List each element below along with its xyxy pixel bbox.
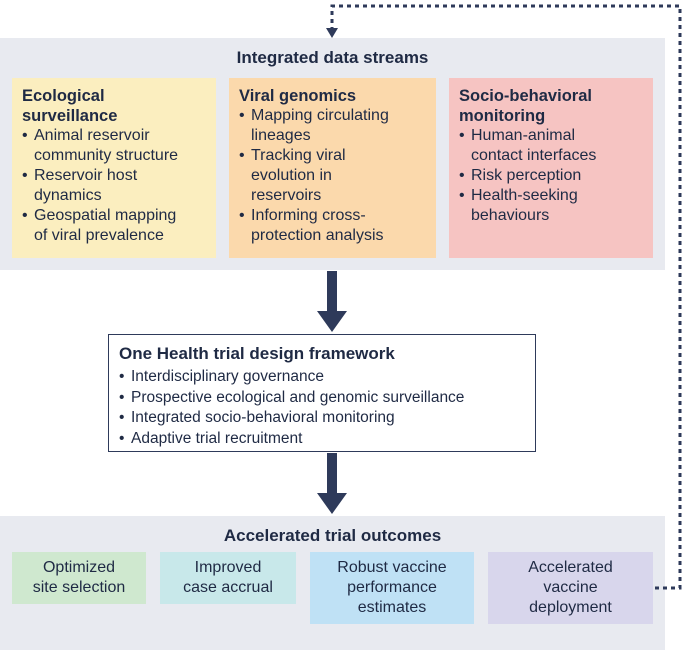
list-item: Animal reservoir community structure [22,126,206,166]
outcome-vaccine-estimates: Robust vaccine performance estimates [310,552,474,624]
list-item: Geospatial mapping of viral prevalence [22,206,206,246]
ecological-surveillance-card: Ecological surveillance Animal reservoir… [12,78,216,258]
list-item: Mapping circulating lineages [239,106,426,146]
down-arrow-shaft-1 [327,271,337,317]
card-title: Ecological surveillance [22,87,118,125]
bullet-list: Mapping circulating lineages Tracking vi… [239,106,426,246]
down-arrow-head-2 [317,493,347,514]
list-item: Tracking viral evolution in reservoirs [239,146,426,206]
outcome-site-selection: Optimized site selection [12,552,146,604]
list-item: Informing cross- protection analysis [239,206,426,246]
list-item: Human-animal contact interfaces [459,126,643,166]
list-item: Interdisciplinary governance [119,367,525,388]
outcomes-panel: Accelerated trial outcomes Optimized sit… [0,516,665,650]
data-streams-panel: Integrated data streams Ecological surve… [0,38,665,270]
down-arrow-shaft-2 [327,453,337,498]
outcomes-title: Accelerated trial outcomes [223,526,442,545]
card-title: Socio-behavioral monitoring [459,87,592,125]
feedback-loop-dotted-line [330,4,682,590]
list-item: Health-seeking behaviours [459,186,643,226]
list-item: Prospective ecological and genomic surve… [119,388,525,409]
outcome-vaccine-deployment: Accelerated vaccine deployment [488,552,653,624]
framework-list: Interdisciplinary governance Prospective… [119,367,525,449]
trial-design-framework-box: One Health trial design framework Interd… [108,334,536,452]
data-streams-title: Integrated data streams [236,48,429,67]
list-item: Reservoir host dynamics [22,166,206,206]
socio-behavioral-card: Socio-behavioral monitoring Human-animal… [449,78,653,258]
list-item: Risk perception [459,166,643,186]
outcome-case-accrual: Improved case accrual [160,552,296,604]
bullet-list: Animal reservoir community structure Res… [22,126,206,246]
feedback-loop-arrowhead [326,28,338,38]
viral-genomics-card: Viral genomics Mapping circulating linea… [229,78,436,258]
bullet-list: Human-animal contact interfaces Risk per… [459,126,643,226]
down-arrow-head-1 [317,311,347,332]
list-item: Adaptive trial recruitment [119,429,525,450]
list-item: Integrated socio-behavioral monitoring [119,408,525,429]
framework-title: One Health trial design framework [119,344,395,363]
card-title: Viral genomics [239,87,357,105]
